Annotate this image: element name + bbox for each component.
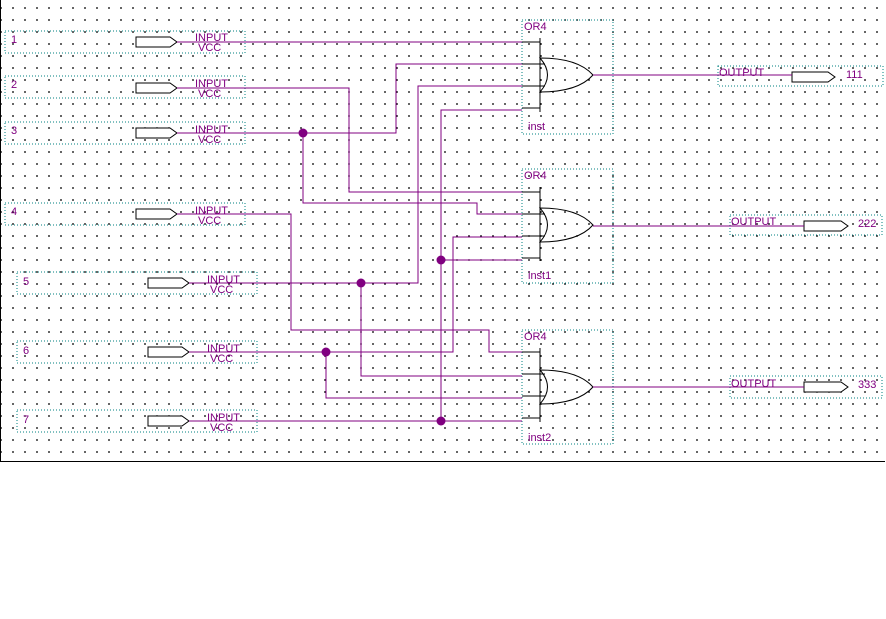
wires <box>177 41 804 422</box>
junction-dot <box>436 416 446 426</box>
input-pin-name: 6 <box>23 345 29 357</box>
output-pin-name: 222 <box>858 218 876 230</box>
output-pin-111[interactable]: OUTPUT 111 <box>717 65 884 87</box>
schematic-canvas[interactable] <box>0 0 886 462</box>
input-pin-name: 4 <box>11 206 17 218</box>
wire-in2[interactable] <box>177 87 522 193</box>
wire-in6[interactable] <box>189 236 522 353</box>
blank-area <box>0 463 886 619</box>
wire-in5-branch[interactable] <box>360 283 522 377</box>
or4-gate-inst[interactable]: OR4 inst <box>521 19 614 135</box>
wire-in4[interactable] <box>177 213 522 353</box>
input-type-label: INPUT <box>195 78 228 90</box>
wire-in3-branch[interactable] <box>302 133 522 215</box>
wire-in6-branch[interactable] <box>325 352 522 399</box>
input-value-label: VCC <box>198 134 221 146</box>
input-value-label: VCC <box>198 88 221 100</box>
input-pin-name: 1 <box>11 34 17 46</box>
junction-dot <box>321 347 331 357</box>
or4-gate-inst2[interactable]: OR4 inst2 <box>521 329 614 445</box>
output-pin-name: 333 <box>858 379 876 391</box>
input-type-label: INPUT <box>195 32 228 44</box>
wire-in3[interactable] <box>177 63 522 134</box>
input-pin-name: 5 <box>23 276 29 288</box>
junction-dot <box>298 128 308 138</box>
input-pin-name: 7 <box>23 414 29 426</box>
output-type-label: OUTPUT <box>731 216 777 228</box>
canvas-border <box>0 0 885 462</box>
input-value-label: VCC <box>198 215 221 227</box>
or4-gate-inst1[interactable]: OR4 inst1 <box>521 168 614 284</box>
wire-in7-branch[interactable] <box>440 109 522 421</box>
output-pin-name: 111 <box>846 69 863 81</box>
gate-instance-label: inst1 <box>528 270 551 282</box>
gate-instance-label: inst2 <box>528 432 551 444</box>
input-value-label: VCC <box>198 42 221 54</box>
input-value-label: VCC <box>210 284 233 296</box>
input-pin-2[interactable]: 2 INPUT VCC <box>4 75 246 100</box>
gate-type-label: OR4 <box>524 331 547 343</box>
schematic-diagram[interactable]: 1 INPUT VCC 2 INPUT VCC 3 INPUT VCC 4 IN… <box>0 0 886 462</box>
gate-type-label: OR4 <box>524 21 547 33</box>
junction-dot <box>436 255 446 265</box>
input-pin-name: 2 <box>11 79 17 91</box>
input-value-label: VCC <box>210 353 233 365</box>
gate-type-label: OR4 <box>524 170 547 182</box>
output-type-label: OUTPUT <box>719 67 765 79</box>
output-pin-222[interactable]: OUTPUT 222 <box>729 214 883 236</box>
gate-instance-label: inst <box>528 121 545 133</box>
input-pin-1[interactable]: 1 INPUT VCC <box>4 30 246 54</box>
input-pin-name: 3 <box>11 125 17 137</box>
wire-in5[interactable] <box>189 85 522 284</box>
input-value-label: VCC <box>210 422 233 434</box>
junction-dot <box>356 278 366 288</box>
